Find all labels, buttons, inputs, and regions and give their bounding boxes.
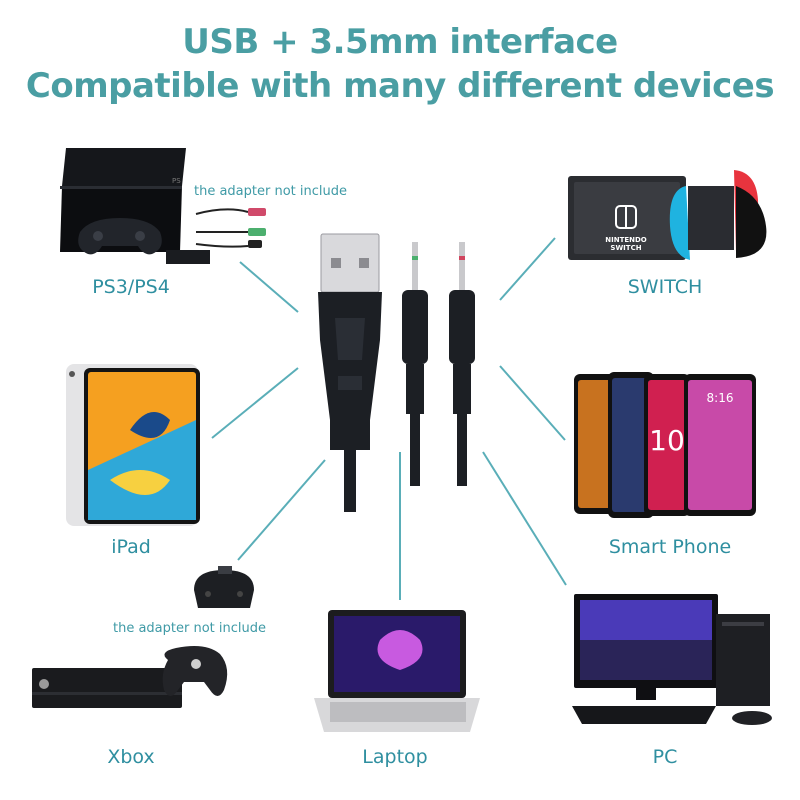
svg-text:NINTENDO: NINTENDO bbox=[605, 236, 647, 244]
note-ps-adapter: the adapter not include bbox=[194, 184, 347, 199]
label-ipad: iPad bbox=[111, 536, 151, 558]
label-laptop: Laptop bbox=[362, 746, 428, 768]
label-ps: PS3/PS4 bbox=[92, 276, 170, 298]
ps-audio-splitter-image bbox=[195, 208, 266, 248]
ipad-image bbox=[66, 364, 200, 526]
xbox-console-image bbox=[32, 646, 228, 708]
label-switch: SWITCH bbox=[627, 276, 703, 298]
label-xbox: Xbox bbox=[107, 746, 155, 768]
label-smartphone: Smart Phone bbox=[608, 536, 732, 558]
headline-line-2: Compatible with many different devices bbox=[25, 66, 775, 106]
svg-text:SWITCH: SWITCH bbox=[610, 244, 641, 252]
laptop-image bbox=[314, 610, 480, 732]
svg-text:10: 10 bbox=[649, 424, 685, 457]
smartphones-image: 10 8:16 bbox=[574, 372, 756, 518]
ps4-console-image: PS bbox=[60, 148, 210, 264]
headline-line-1: USB + 3.5mm interface bbox=[182, 22, 618, 62]
svg-text:PS: PS bbox=[172, 177, 181, 185]
pc-image bbox=[572, 594, 772, 725]
label-pc: PC bbox=[652, 746, 678, 768]
nintendo-switch-image: NINTENDO SWITCH bbox=[568, 170, 767, 260]
connector-lines bbox=[211, 237, 567, 600]
xbox-stereo-adapter-image bbox=[194, 566, 254, 608]
note-xbox-adapter: the adapter not include bbox=[113, 621, 266, 636]
svg-text:8:16: 8:16 bbox=[707, 391, 734, 405]
usb-3-5mm-cable-image bbox=[318, 233, 475, 512]
